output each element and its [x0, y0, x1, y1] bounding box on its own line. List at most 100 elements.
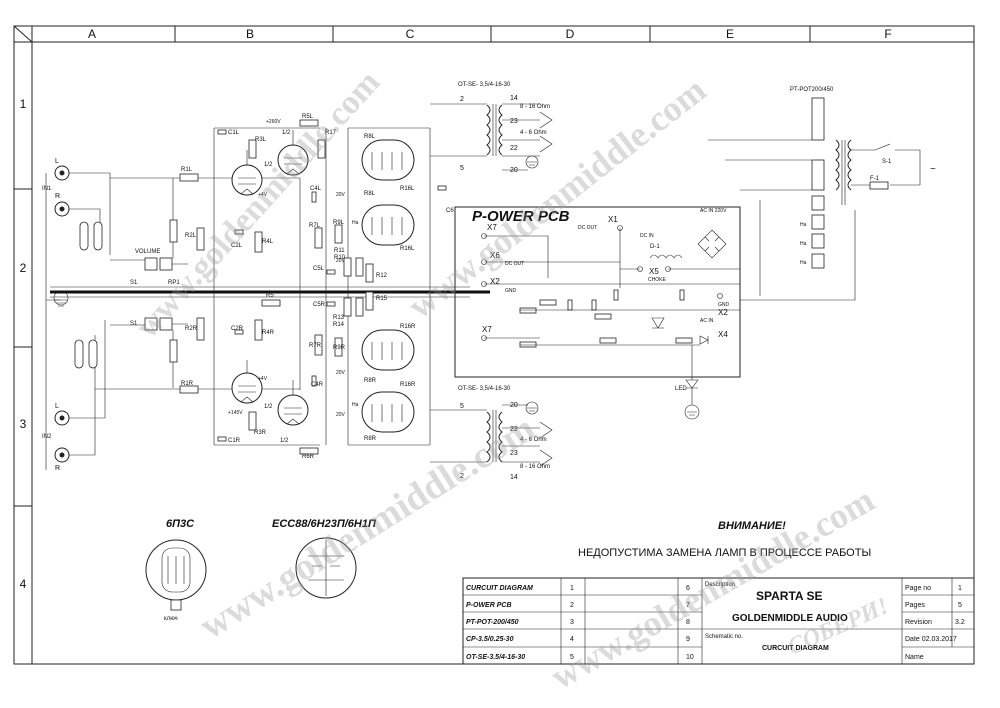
tube-pinout-ecc88: ECC88/6Н23П/6Н1П	[272, 518, 377, 599]
output-tube-r2	[361, 391, 415, 433]
in2-l-label: L	[55, 403, 59, 410]
x6-dc-out-label: DC OUT	[505, 261, 524, 267]
r8l-label: R8L	[364, 134, 376, 140]
output-tubes: R8L R16L R8L R16L R16R R8R R16R R8R 20V …	[333, 127, 454, 446]
r5l-label: R5L	[302, 114, 314, 120]
r1l-label: R1L	[181, 167, 193, 173]
led-label: LED	[675, 386, 687, 392]
ot-top-tap-8-16: 8 - 16 Ohm	[520, 104, 550, 110]
r14-label: R14	[333, 322, 345, 328]
v260-label: +260V	[266, 119, 281, 125]
ot-bottom-pin-23: 23	[510, 450, 518, 457]
dc-in-label: DC IN	[640, 233, 654, 239]
ac-in-label: AC IN	[700, 318, 714, 324]
warning-heading: ВНИМАНИЕ!	[718, 520, 786, 532]
product-name: SPARTA SE	[756, 589, 822, 603]
x5-label: X5	[649, 267, 659, 276]
input-section: IN1 L R IN2 L R VOLUME RP1 S1 S1	[42, 158, 188, 472]
r3r-label: R3R	[254, 430, 267, 436]
power-pcb: P-OWER PCB X7 X6 DC OUT X2 GND X7 X1 DC …	[454, 206, 741, 420]
in1-r-label: R	[55, 193, 60, 200]
ha-label-2: Ha	[352, 402, 359, 408]
c2l-label: C2L	[231, 243, 243, 249]
s1b-label: S1	[130, 321, 138, 327]
sheet-num-1: 1	[570, 585, 574, 592]
r1r-label: R1R	[181, 381, 194, 387]
half-label-4: 1/2	[280, 438, 289, 444]
sheet-num-5: 5	[570, 654, 574, 661]
ot-top-pin-14: 14	[510, 95, 518, 102]
company-name: GOLDENMIDDLE AUDIO	[732, 613, 848, 624]
r15-label: R15	[376, 296, 388, 302]
r7r-label: R7R	[309, 343, 322, 349]
column-label-b: B	[246, 27, 254, 41]
column-label-e: E	[726, 27, 734, 41]
sheet-num-3: 3	[570, 619, 574, 626]
sheet-name-4: CP-3.5/0.25-30	[466, 636, 514, 643]
r16r-label-2: R16R	[400, 382, 416, 388]
pt-h-label-1: Ha	[800, 222, 807, 228]
ot-top-pin-20: 20	[510, 167, 518, 174]
ot-top-label: OT-SE- 3,5/4-16-30	[458, 82, 511, 88]
r7l-label: R7L	[309, 223, 321, 229]
ac-in-220-label: AC IN 220V	[700, 208, 727, 214]
c1l-label: C1L	[228, 130, 240, 136]
driver-stage: R1L R1R R2L R2R 1/2 1/2 +4V +260V 1/2 1/…	[95, 114, 346, 460]
rp1-label: RP1	[168, 280, 180, 286]
sheet-num2-1: 6	[686, 585, 690, 592]
output-transformer-bottom: OT-SE- 3,5/4-16-30 5 20 22 23 14 2 4 - 6…	[430, 386, 553, 481]
sheet-num2-5: 10	[686, 654, 694, 661]
ot-top-pin-5: 5	[460, 165, 464, 172]
c4r-label: C4R	[311, 382, 324, 388]
c5r-label: C5R	[313, 302, 326, 308]
x7-top-label: X7	[487, 223, 497, 232]
x6-label: X6	[490, 251, 500, 260]
row-label-1: 1	[20, 97, 27, 111]
x2-right-gnd-label: GND	[718, 302, 730, 308]
sheet-name-1: CURCUIT DIAGRAM	[466, 585, 533, 592]
r6r-label: R6R	[302, 454, 315, 460]
v20-label-2: 20V	[336, 258, 346, 264]
r8r-label-1: R8R	[364, 378, 377, 384]
r2r-label: R2R	[185, 326, 198, 332]
r16l-label-2: R16L	[400, 246, 415, 252]
schematic-no-value: CURCUIT DIAGRAM	[762, 645, 829, 652]
ot-bottom-tap-8-16: 8 - 16 Ohm	[520, 464, 550, 470]
ot-bottom-pin-5: 5	[460, 403, 464, 410]
tube-key-label: ключ	[164, 616, 178, 622]
date-label: Date 02.03.2017	[905, 636, 957, 643]
volume-label: VOLUME	[135, 249, 160, 255]
sheet-num-2: 2	[570, 602, 574, 609]
sheet-name-2: P-OWER PCB	[466, 602, 512, 609]
pages-value: 5	[958, 602, 962, 609]
ot-bottom-pin-14: 14	[510, 474, 518, 481]
r11-label: R11	[334, 248, 345, 254]
ot-bottom-pin-22: 22	[510, 426, 518, 433]
r8l-label-2: R8L	[364, 191, 376, 197]
c4l-label: C4L	[310, 186, 322, 192]
title-block: CURCUIT DIAGRAM 1 6 P-OWER PCB 2 7 PT-PO…	[462, 577, 975, 665]
x2-left-gnd-label: GND	[505, 288, 517, 294]
v4-label-top: +4V	[258, 192, 268, 198]
page-no-value: 1	[958, 585, 962, 592]
v20-label-3: 20V	[336, 370, 346, 376]
ot-top-tap-4-6: 4 - 6 Ohm	[520, 130, 547, 136]
warning-text: НЕДОПУСТИМА ЗАМЕНА ЛАМП В ПРОЦЕССЕ РАБОТ…	[578, 547, 871, 559]
s1-switch-label: S-1	[882, 159, 892, 165]
column-labels: A B C D E F	[88, 27, 892, 41]
ha-label-1: Ha	[352, 220, 359, 226]
x1-dc-out-label: DC OUT	[578, 225, 597, 231]
ot-bottom-label: OT-SE- 3,5/4-16-30	[458, 386, 511, 392]
sheet-num-4: 4	[570, 636, 574, 643]
description-label: Description	[705, 582, 735, 588]
page-no-label: Page no	[905, 585, 931, 592]
ot-bottom-pin-20: 20	[510, 402, 518, 409]
x2-left-label: X2	[490, 277, 500, 286]
choke-label: CHOKE	[648, 277, 666, 283]
power-transformer: PT-POT200/450 Ha Ha Ha S-1 F-1 ~	[708, 87, 936, 301]
ot-bottom-pin-2: 2	[460, 473, 464, 480]
column-label-d: D	[566, 27, 575, 41]
warning-block: ВНИМАНИЕ! НЕДОПУСТИМА ЗАМЕНА ЛАМП В ПРОЦ…	[578, 520, 871, 559]
v145-label: +145V	[228, 410, 243, 416]
column-label-f: F	[884, 27, 891, 41]
